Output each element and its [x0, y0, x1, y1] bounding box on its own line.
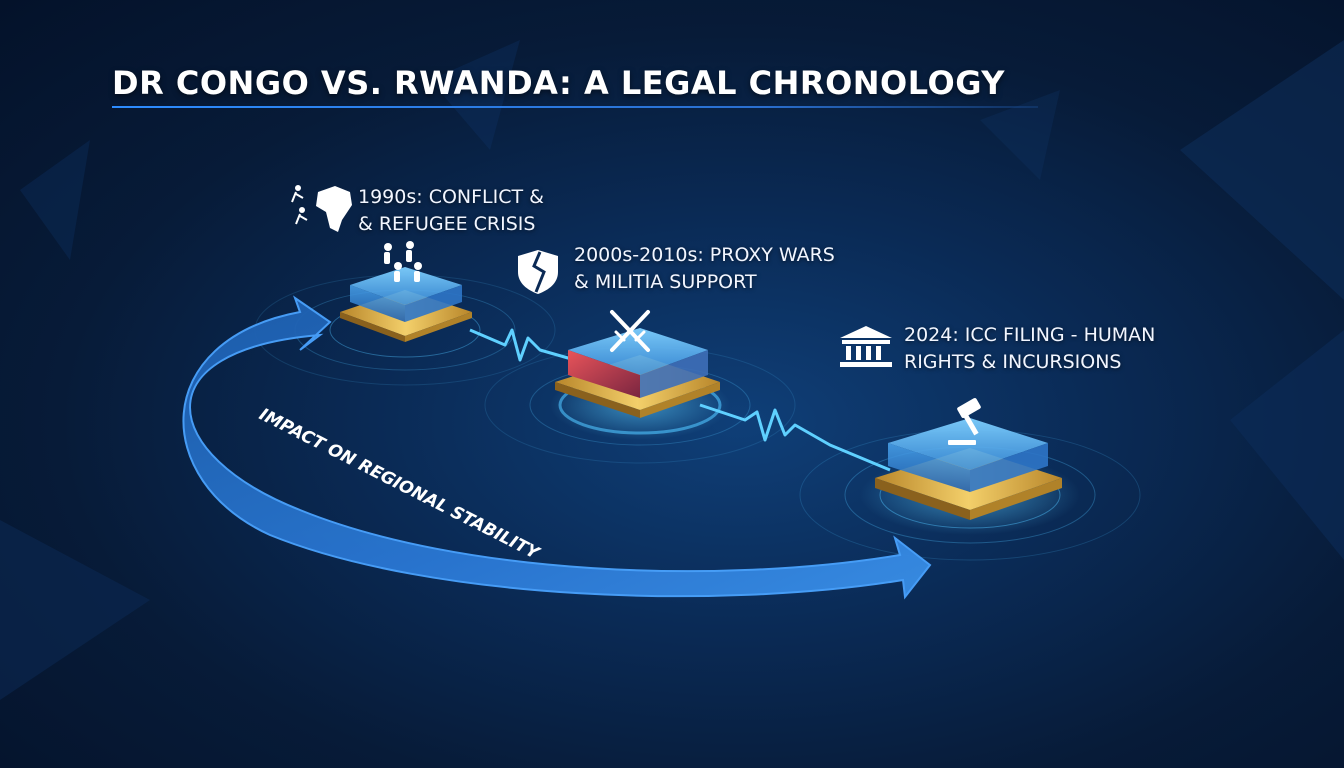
milestone-3-label: 2024: ICC FILING - HUMAN RIGHTS & INCURS…	[904, 322, 1155, 376]
milestone-2-line2: & MILITIA SUPPORT	[574, 271, 757, 293]
title-underline	[112, 106, 1038, 108]
stability-arrow: IMPACT ON REGIONAL STABILITY	[182, 295, 932, 600]
page-title: DR CONGO VS. RWANDA: A LEGAL CHRONOLOGY	[112, 64, 1005, 102]
broken-shield-icon	[518, 250, 558, 294]
africa-map-runners-icon	[291, 185, 352, 232]
milestone-2-line1: 2000s-2010s: PROXY WARS	[574, 244, 835, 266]
milestone-2-label: 2000s-2010s: PROXY WARS & MILITIA SUPPOR…	[574, 242, 835, 296]
milestone-3-line1: 2024: ICC FILING - HUMAN	[904, 324, 1156, 346]
refugees-icon	[384, 241, 422, 282]
pulse-connectors	[469, 328, 891, 472]
milestone-1-line2: & REFUGEE CRISIS	[358, 213, 536, 235]
milestone-1-line1: 1990s: CONFLICT &	[358, 186, 544, 208]
gavel-icon	[948, 398, 981, 445]
crossed-swords-icon	[610, 310, 650, 352]
milestone-1-label: 1990s: CONFLICT & & REFUGEE CRISIS	[358, 184, 544, 238]
milestone-3-line2: RIGHTS & INCURSIONS	[904, 351, 1122, 373]
courthouse-icon	[840, 326, 892, 367]
milestone-1-block	[340, 267, 472, 342]
milestone-2-block	[555, 328, 720, 418]
